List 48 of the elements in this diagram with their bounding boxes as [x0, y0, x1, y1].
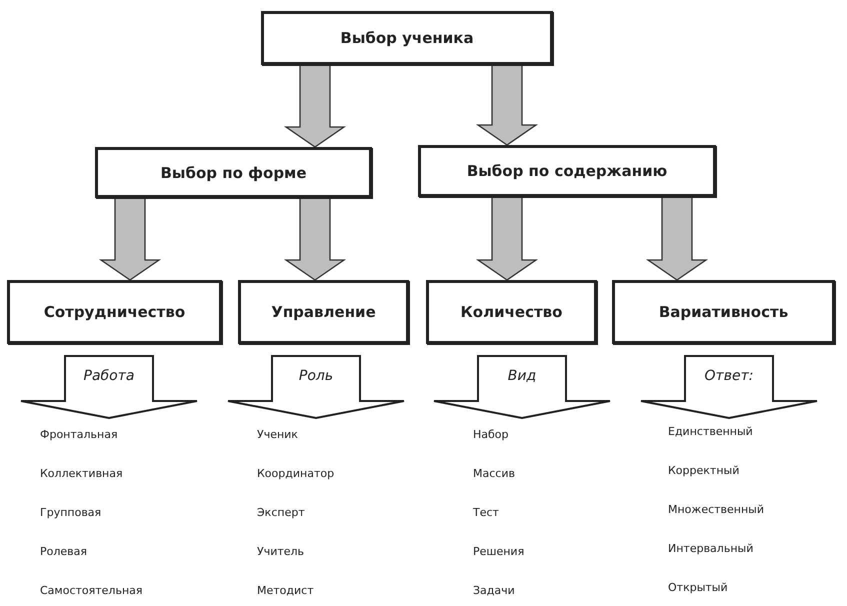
list-item: Единственный: [668, 425, 753, 438]
list-item: Открытый: [668, 581, 728, 594]
list-item: Методист: [257, 584, 314, 597]
list-item: Координатор: [257, 467, 334, 480]
box-title: Количество: [460, 303, 562, 321]
block-arrow: [284, 197, 346, 281]
list-item: Решения: [473, 545, 524, 558]
list-item: Эксперт: [257, 506, 305, 519]
arrow-shape: [641, 356, 817, 418]
list-item: Задачи: [473, 584, 515, 597]
category-box: [7, 280, 222, 344]
block-arrow: [284, 64, 346, 148]
category-box: [612, 280, 835, 344]
box-title: Вариативность: [658, 303, 788, 321]
arrow-caption: Работа: [84, 368, 134, 384]
box-title: Выбор по содержанию: [466, 162, 668, 180]
list-item: Самостоятельная: [40, 584, 142, 597]
list-item: Ученик: [257, 428, 298, 441]
category-box: [418, 145, 716, 197]
list-item: Тест: [473, 506, 499, 519]
box-title: Выбор по форме: [160, 164, 306, 182]
box-title: Выбор ученика: [340, 29, 474, 47]
block-arrow: [646, 196, 708, 281]
arrow-shape: [228, 356, 404, 418]
category-box: [95, 147, 372, 198]
list-item: Множественный: [668, 503, 764, 516]
list-item: Массив: [473, 467, 515, 480]
category-box: [426, 280, 597, 344]
list-item: Набор: [473, 428, 509, 441]
list-item: Групповая: [40, 506, 102, 519]
category-box: [261, 11, 553, 65]
list-item: Корректный: [668, 464, 740, 477]
list-item: Интервальный: [668, 542, 754, 555]
arrow-caption: Вид: [508, 368, 536, 384]
list-item: Учитель: [257, 545, 304, 558]
arrow-shape: [21, 356, 197, 418]
block-arrow: [476, 64, 538, 146]
box-title: Управление: [271, 303, 376, 321]
block-arrow: [476, 196, 538, 281]
list-item: Коллективная: [40, 467, 123, 480]
category-box: [238, 280, 409, 344]
box-title: Сотрудничество: [44, 303, 186, 321]
arrow-caption: Роль: [298, 368, 334, 384]
list-item: Фронтальная: [40, 428, 118, 441]
arrow-caption: Ответ:: [704, 368, 754, 384]
arrow-shape: [434, 356, 610, 418]
list-item: Ролевая: [40, 545, 88, 558]
block-arrow: [98, 197, 162, 281]
